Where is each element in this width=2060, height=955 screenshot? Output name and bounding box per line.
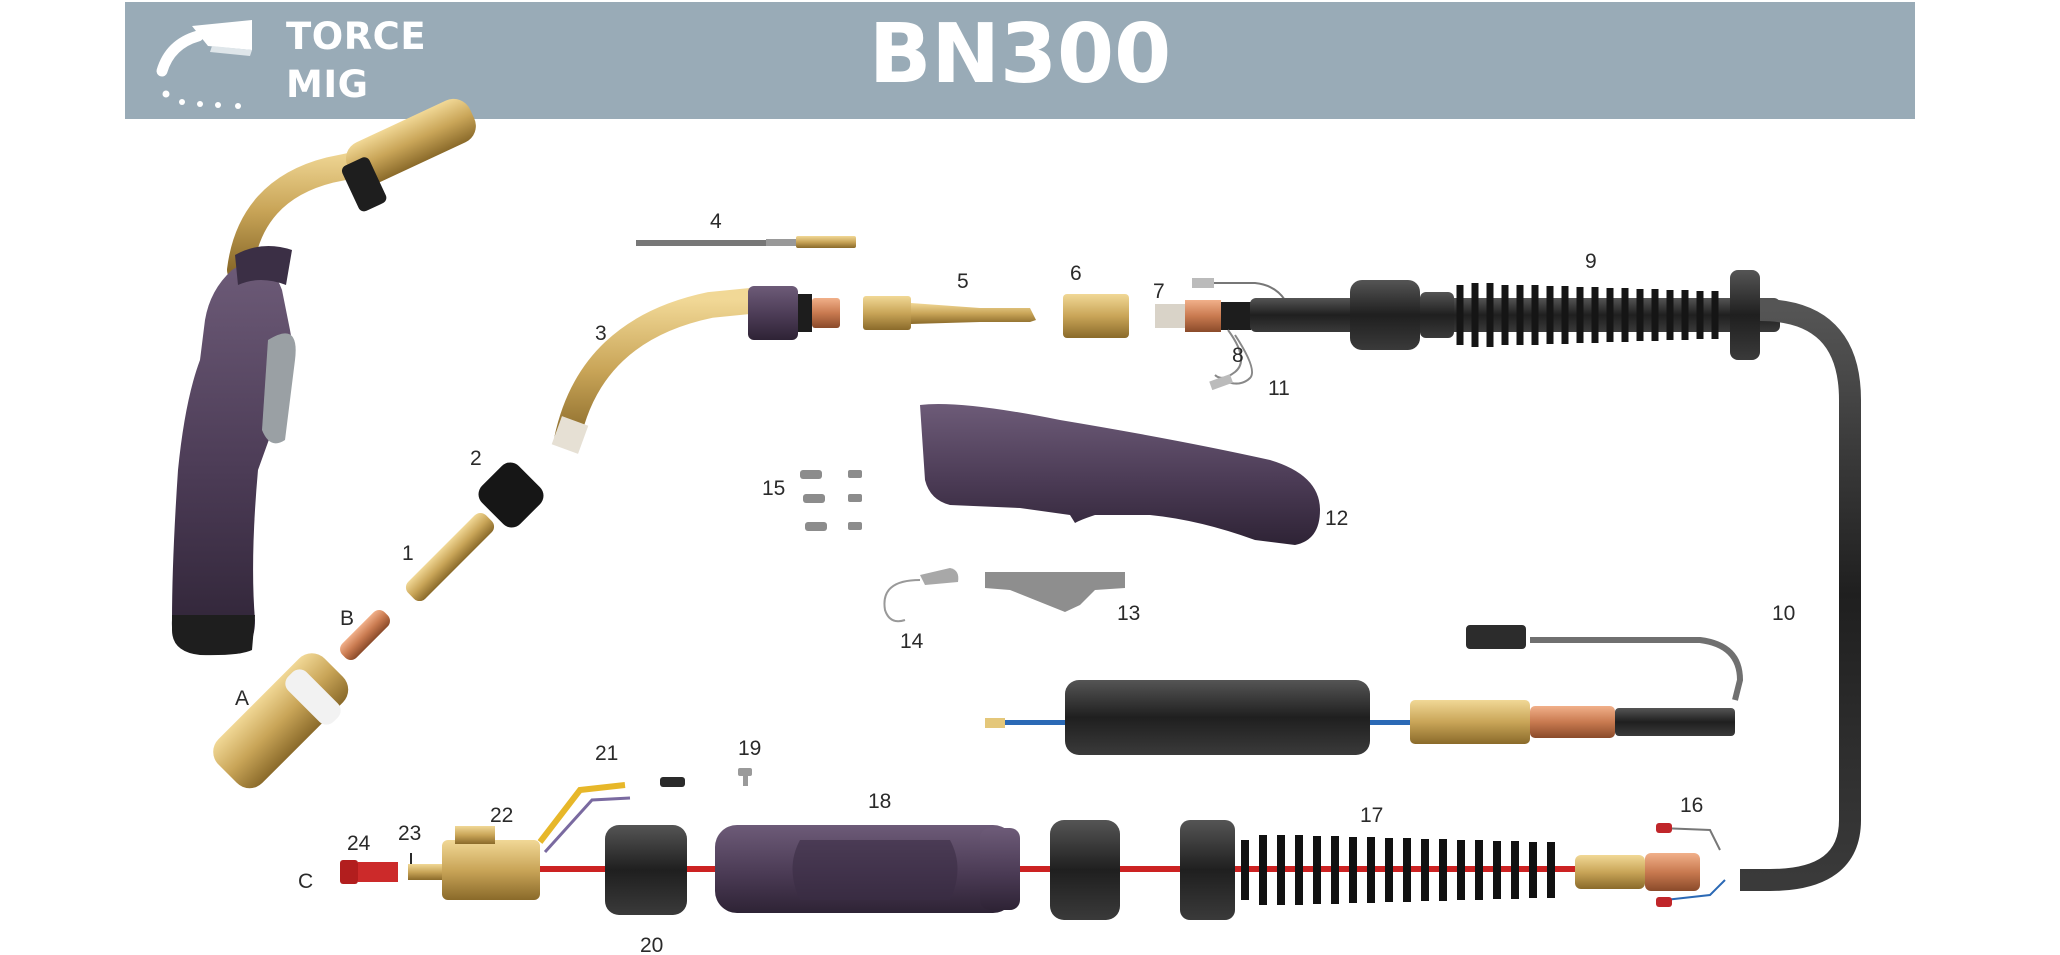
label-18: 18 xyxy=(868,790,891,813)
assembled-torch xyxy=(171,98,476,656)
label-13: 13 xyxy=(1117,602,1140,625)
label-6: 6 xyxy=(1070,262,1082,285)
torch-logo-icon xyxy=(156,20,252,109)
label-1: 1 xyxy=(402,542,414,565)
part-17-spring xyxy=(1180,820,1555,920)
part-20b-nut xyxy=(1050,820,1120,920)
label-8: 8 xyxy=(1232,344,1244,367)
part-21-wires xyxy=(537,782,631,854)
label-7: 7 xyxy=(1153,280,1165,303)
brand-line-torce: TORCE xyxy=(286,15,427,58)
label-11: 11 xyxy=(1268,377,1290,400)
part-9-cable-spring xyxy=(1250,270,1780,360)
label-10: 10 xyxy=(1772,602,1795,625)
part-21-clip xyxy=(660,777,685,787)
part-5-adapter xyxy=(863,296,1036,330)
part-6-nut xyxy=(1063,294,1129,338)
label-A: A xyxy=(235,687,249,710)
model-title: BN300 xyxy=(868,7,1172,102)
brand-line-mig: MIG xyxy=(286,63,369,106)
label-14: 14 xyxy=(900,630,924,653)
part-4-liner xyxy=(636,236,856,248)
part-20-nut xyxy=(605,825,687,915)
label-3: 3 xyxy=(595,322,607,345)
header-banner xyxy=(125,2,1915,119)
part-13-trigger xyxy=(985,572,1125,612)
label-12: 12 xyxy=(1325,507,1348,530)
part-B-contact-tip xyxy=(340,610,390,660)
part-16-connector xyxy=(1575,823,1726,907)
label-C: C xyxy=(298,870,313,893)
part-18-sleeve xyxy=(715,825,1020,913)
part-22-euro-connector xyxy=(442,826,540,900)
label-5: 5 xyxy=(957,270,969,293)
part-1-tip-holder xyxy=(405,512,495,602)
label-15: 15 xyxy=(762,477,785,500)
part-24-nipple xyxy=(340,860,398,884)
gas-connector-assembly xyxy=(985,625,1744,755)
part-A-nozzle xyxy=(213,653,349,789)
label-22: 22 xyxy=(490,804,513,827)
part-12-handle-shell xyxy=(920,404,1320,545)
part-19-screw xyxy=(738,768,752,786)
label-23: 23 xyxy=(398,822,421,845)
label-20: 20 xyxy=(640,934,663,955)
part-14-clip xyxy=(883,568,959,623)
label-17: 17 xyxy=(1360,804,1383,827)
label-21: 21 xyxy=(595,742,618,765)
label-16: 16 xyxy=(1680,794,1703,817)
part-2-insulator xyxy=(478,462,544,528)
label-24: 24 xyxy=(347,832,371,855)
part-3-swan-neck xyxy=(551,286,840,454)
label-2: 2 xyxy=(470,447,482,470)
part-15-screws xyxy=(800,470,862,531)
part-23-pin xyxy=(408,864,442,880)
part-10-cable xyxy=(1740,299,1861,891)
label-9: 9 xyxy=(1585,250,1597,273)
part-labels: 1 2 3 4 5 6 7 8 9 10 11 12 13 14 15 16 1… xyxy=(235,210,1795,955)
label-19: 19 xyxy=(738,737,761,760)
label-B: B xyxy=(340,607,354,630)
part-7-connector xyxy=(1155,278,1286,391)
label-4: 4 xyxy=(710,210,722,233)
